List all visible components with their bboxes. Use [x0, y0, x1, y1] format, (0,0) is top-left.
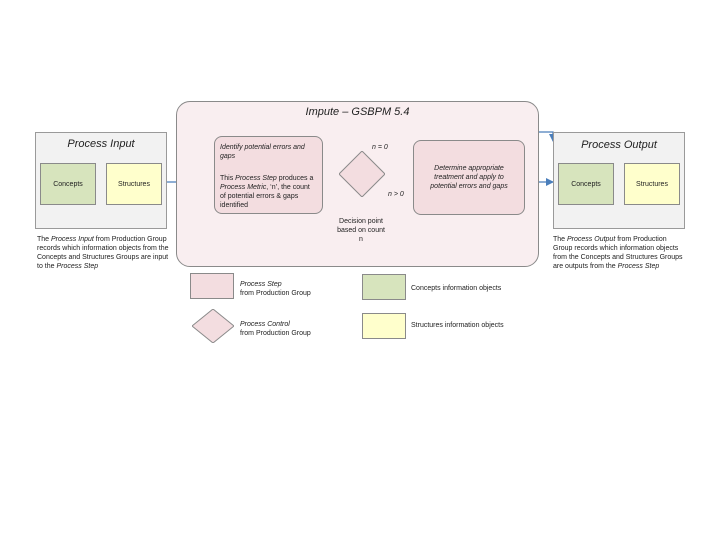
input-concepts-label: Concepts — [53, 180, 83, 188]
legend-process-control-swatch — [191, 308, 235, 344]
process-output-description: The Process Output from Production Group… — [553, 236, 683, 270]
legend-structures-label: Structures information objects — [411, 322, 504, 329]
diamond-shape — [338, 150, 386, 198]
step1-title: Identify potential errors and gaps — [220, 144, 305, 160]
impute-title: Impute – GSBPM 5.4 — [305, 106, 410, 118]
output-structures-box[interactable]: Structures — [624, 163, 680, 205]
legend-concepts-swatch — [362, 274, 406, 300]
input-concepts-box[interactable]: Concepts — [40, 163, 96, 205]
input-structures-box[interactable]: Structures — [106, 163, 162, 205]
decision-label: Decision point based on count n — [337, 218, 385, 243]
process-input-description: The Process Input from Production Group … — [37, 236, 169, 270]
process-step-determine[interactable]: Determine appropriate treatment and appl… — [413, 140, 525, 215]
legend-concepts-label: Concepts information objects — [411, 285, 502, 292]
legend-process-control-label: Process Control from Production Group — [240, 321, 311, 337]
branch-label-positive: n > 0 — [388, 191, 404, 198]
input-structures-label: Structures — [118, 180, 150, 188]
process-control-decision[interactable] — [338, 150, 386, 198]
process-output-title: Process Output — [581, 139, 657, 151]
legend-diamond-shape — [191, 308, 235, 344]
branch-label-zero: n = 0 — [372, 144, 388, 151]
output-structures-label: Structures — [636, 180, 668, 188]
legend-process-step-label: Process Step from Production Group — [240, 281, 311, 297]
legend-process-step-swatch — [190, 273, 234, 299]
process-step-identify[interactable]: Identify potential errors and gaps This … — [214, 136, 323, 214]
process-input-title: Process Input — [67, 138, 135, 150]
legend-structures-swatch — [362, 313, 406, 339]
step1-description: This Process Step produces a Process Met… — [220, 175, 314, 209]
output-concepts-label: Concepts — [571, 180, 601, 188]
step2-title: Determine appropriate treatment and appl… — [430, 165, 508, 190]
output-concepts-box[interactable]: Concepts — [558, 163, 614, 205]
